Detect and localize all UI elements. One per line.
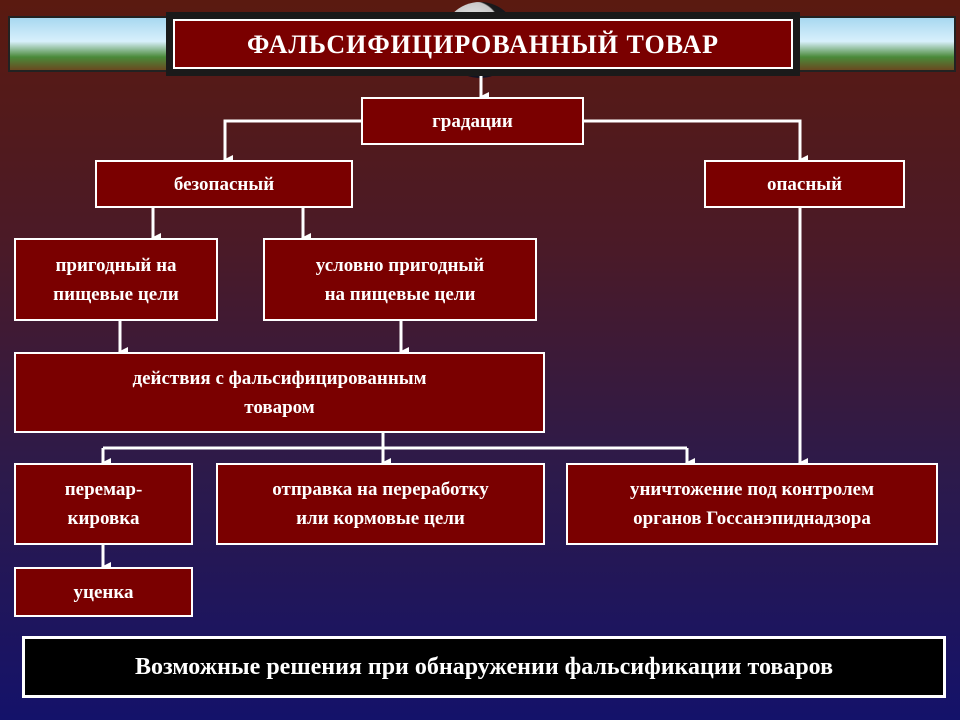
node-relabel: перемар- кировка xyxy=(14,463,193,545)
footer-caption: Возможные решения при обнаружении фальси… xyxy=(22,636,946,698)
landscape-banner-left xyxy=(8,16,172,72)
node-gradations: градации xyxy=(361,97,584,145)
node-discount: уценка xyxy=(14,567,193,617)
landscape-banner-right xyxy=(796,16,956,72)
node-processing: отправка на переработку или кормовые цел… xyxy=(216,463,545,545)
page-title: ФАЛЬСИФИЦИРОВАННЫЙ ТОВАР xyxy=(173,19,793,69)
node-fit: пригодный на пищевые цели xyxy=(14,238,218,321)
node-dangerous: опасный xyxy=(704,160,905,208)
node-actions: действия с фальсифицированным товаром xyxy=(14,352,545,433)
connector-gradations-safe xyxy=(223,119,361,165)
node-destroy: уничтожение под контролем органов Госсан… xyxy=(566,463,938,545)
node-safe: безопасный xyxy=(95,160,353,208)
title-box: ФАЛЬСИФИЦИРОВАННЫЙ ТОВАР xyxy=(166,12,800,76)
node-conditionally-fit: условно пригодный на пищевые цели xyxy=(263,238,537,321)
connector-gradations-dangerous xyxy=(584,119,808,165)
